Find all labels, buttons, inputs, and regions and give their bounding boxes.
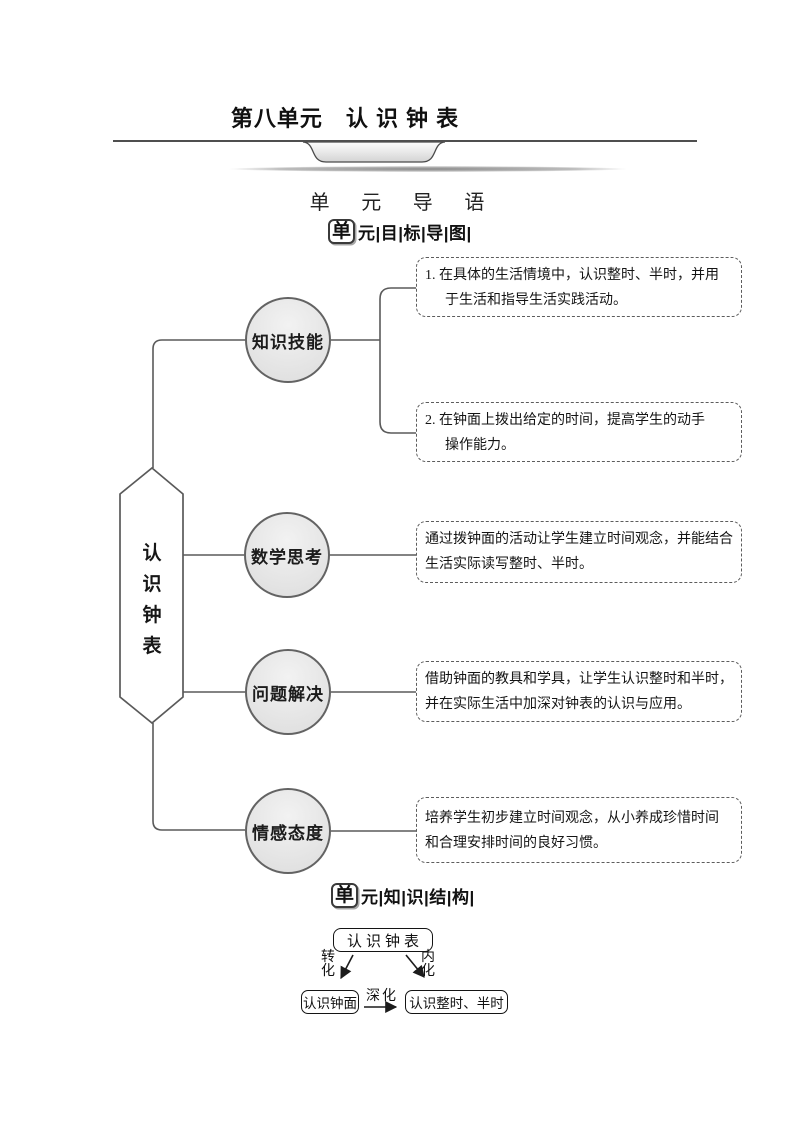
note-box-4: 借助钟面的教具和学具，让学生认识整时和半时， 并在实际生活中加深对钟表的认识与应… [416,661,742,722]
note-box-5: 培养学生初步建立时间观念，从小养成珍惜时间 和合理安排时间的良好习惯。 [416,797,742,863]
node-knowledge-skills: 知识技能 [245,297,331,383]
title-divider [113,140,697,172]
flow-box-clock-face: 认识钟面 [301,990,359,1014]
unit-intro-heading: 单 元 导 语 [309,192,498,214]
section-label: 元|目|标|导|图| [358,224,472,243]
arrow-label-transform: 转 化 [321,950,335,979]
arrow-label-internalize: 内 化 [421,950,435,979]
flow-box-whole-half-hour: 认识整时、半时 [405,990,508,1014]
page-title: 第八单元 认 识 钟 表 [230,106,460,131]
node-math-thinking: 数学思考 [244,512,330,598]
note-box-3: 通过拨钟面的活动让学生建立时间观念，并能结合 生活实际读写整时、半时。 [416,521,742,583]
section-badge: 单 [331,883,359,908]
section-header-goal-map: 单 元|目|标|导|图| [328,219,472,244]
note-box-2: 2. 在钟面上拨出给定的时间，提高学生的动手 操作能力。 [416,402,742,462]
section-badge: 单 [328,219,356,244]
note-box-1: 1. 在具体的生活情境中，认识整时、半时，并用 于生活和指导生活实践活动。 [416,257,742,317]
root-node-label: 认 识 钟 表 [142,543,162,657]
arrow-label-deepen: 深化 [366,989,398,1004]
node-emotion-attitude: 情感态度 [245,788,331,874]
section-label: 元|知|识|结|构| [361,888,475,907]
flow-box-recognize-clocks: 认识钟表 [333,928,433,952]
section-header-knowledge-structure: 单 元|知|识|结|构| [331,883,475,908]
node-problem-solving: 问题解决 [245,649,331,735]
